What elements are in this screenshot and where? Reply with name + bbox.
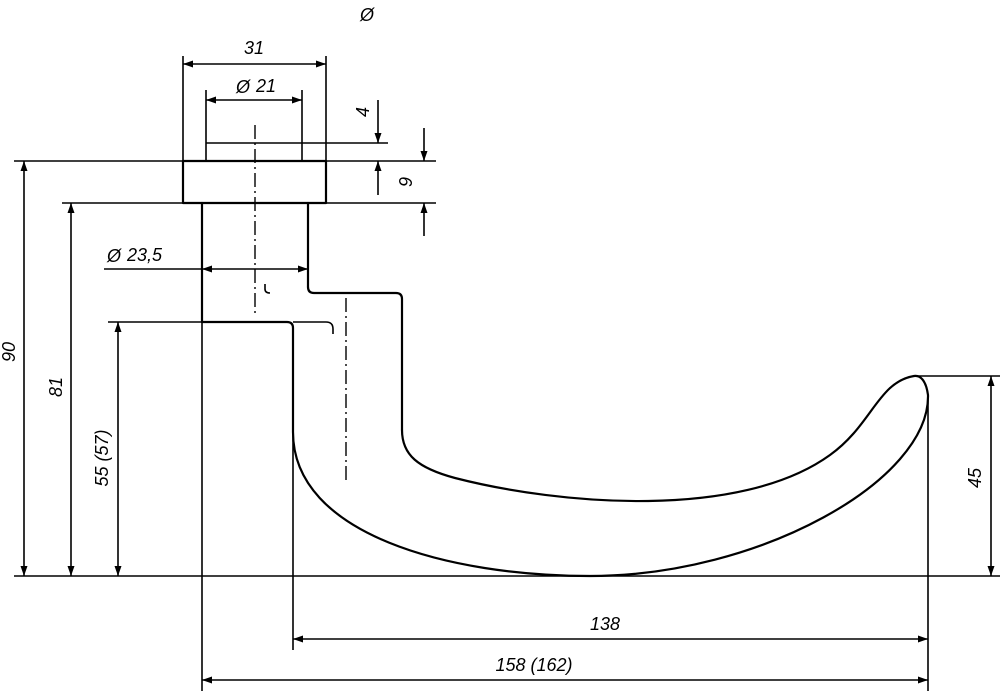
dimension-lines [20, 60, 995, 684]
dim-rose-step: 4 [353, 107, 373, 117]
dim-height-to-rose: 81 [46, 377, 66, 397]
dim-grip-height: 55 (57) [92, 429, 112, 486]
lever-grip [200, 320, 930, 578]
diameter-symbol-icon: Ø [106, 246, 122, 266]
dim-spindle-hole-group: Ø 21 [235, 76, 276, 97]
dim-total-height: 90 [0, 342, 19, 362]
dim-neck-group: Ø 23,5 [106, 245, 163, 266]
dim-spindle-hole-diameter: 21 [255, 76, 276, 96]
handle-outline [181, 159, 930, 578]
dim-rose-width: 31 [244, 38, 264, 58]
dim-grip-length: 138 [590, 614, 620, 634]
extension-lines [14, 56, 1000, 691]
dim-neck-diameter: 23,5 [126, 245, 163, 265]
dim-total-length: 158 (162) [495, 655, 572, 675]
dim-tip-height: 45 [965, 467, 985, 488]
dim-rose-thickness: 9 [396, 177, 416, 187]
stray-diameter-symbol: Ø [359, 5, 375, 25]
diameter-symbol-icon: Ø [235, 77, 251, 97]
lever-top-edge [306, 285, 404, 432]
